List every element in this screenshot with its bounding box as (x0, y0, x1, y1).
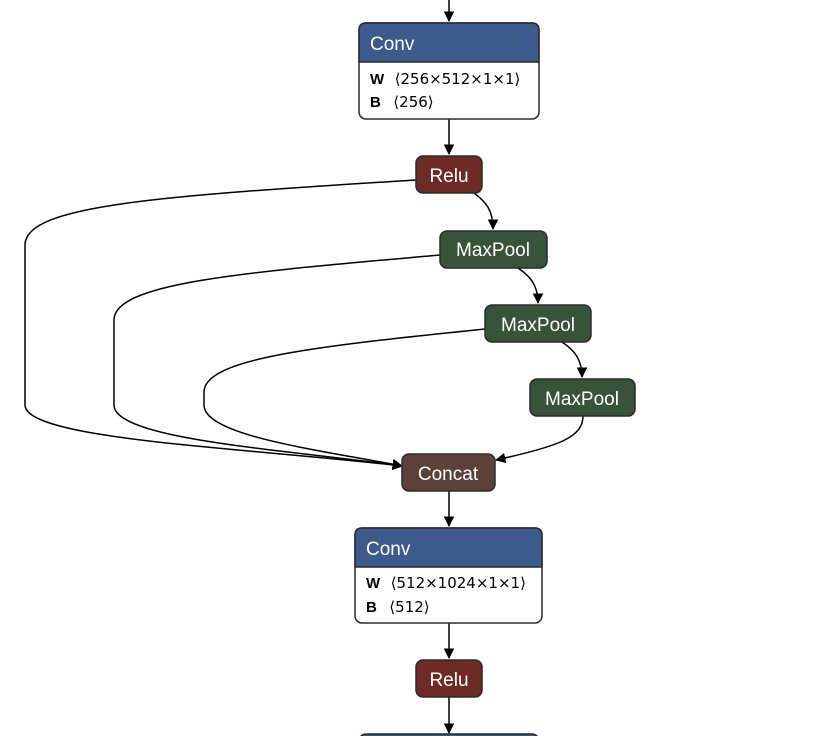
edge-relu1-to-maxpool1 (473, 192, 499, 231)
conv-weight-attr: W ⟨256×512×1×1⟩ (370, 70, 520, 88)
edges (24, 0, 588, 735)
conv-weight-attr: W ⟨512×1024×1×1⟩ (366, 574, 526, 592)
relu-node-title: Relu (429, 166, 468, 187)
conv-node-title: Conv (366, 539, 411, 560)
weight-shape: ⟨512×1024×1×1⟩ (391, 574, 526, 592)
edge-maxpool2-to-maxpool3 (561, 341, 588, 379)
bias-key: B (366, 599, 377, 616)
weight-key: W (370, 71, 385, 88)
bias-key: B (370, 94, 381, 111)
conv-node[interactable]: Conv W ⟨256×512×1×1⟩ B ⟨256⟩ (358, 22, 540, 120)
maxpool-node-title: MaxPool (456, 240, 530, 261)
weight-key: W (366, 575, 381, 592)
bias-shape: ⟨512⟩ (389, 598, 429, 616)
maxpool-node[interactable]: MaxPool (529, 378, 636, 417)
edge-maxpool3-to-concat (494, 415, 584, 464)
relu-node[interactable]: Relu (415, 659, 483, 698)
edge-maxpool2-to-concat (203, 328, 486, 470)
relu-node-title: Relu (429, 670, 468, 691)
maxpool-node[interactable]: MaxPool (439, 230, 548, 269)
conv-bias-attr: B ⟨256⟩ (370, 93, 434, 111)
conv-node-title: Conv (370, 34, 415, 55)
edge-maxpool1-to-maxpool2 (517, 267, 544, 305)
concat-node-title: Concat (418, 464, 479, 485)
edge-maxpool1-to-concat (113, 254, 441, 470)
bias-shape: ⟨256⟩ (393, 93, 433, 111)
weight-shape: ⟨256×512×1×1⟩ (395, 70, 521, 88)
maxpool-node-title: MaxPool (545, 389, 619, 410)
edge-relu1-to-concat (24, 179, 417, 471)
concat-node[interactable]: Concat (401, 453, 496, 492)
relu-node[interactable]: Relu (415, 155, 483, 194)
maxpool-node-title: MaxPool (501, 315, 575, 336)
conv-bias-attr: B ⟨512⟩ (366, 598, 430, 616)
maxpool-node[interactable]: MaxPool (484, 304, 592, 343)
conv-node[interactable]: Conv W ⟨512×1024×1×1⟩ B ⟨512⟩ (354, 527, 543, 624)
